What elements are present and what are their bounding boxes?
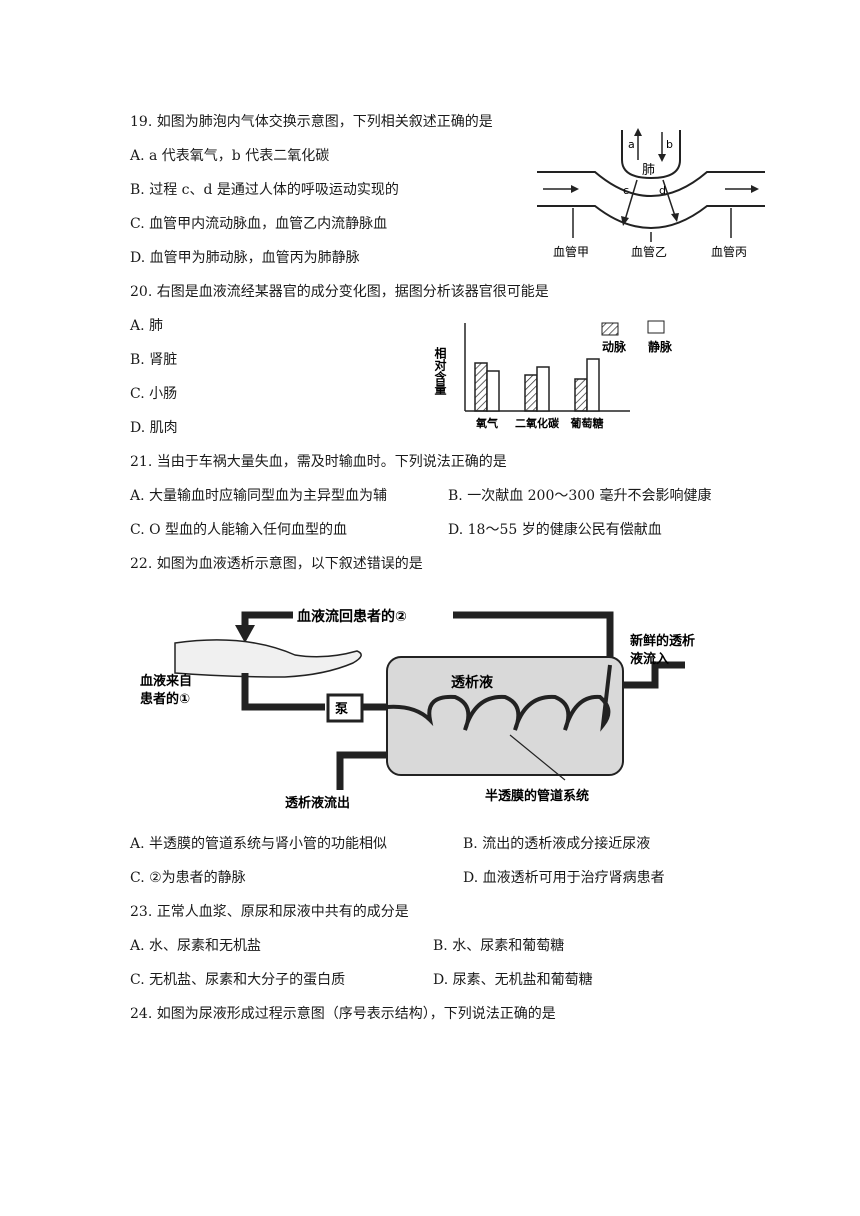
arm-illustration: [174, 639, 362, 678]
letter-b: b: [666, 138, 673, 151]
vessel-label-bing: 血管丙: [711, 244, 747, 259]
bar-artery-1: [524, 374, 538, 412]
q22-stem: 22. 如图为血液透析示意图，以下叙述错误的是: [130, 556, 423, 572]
bar-vein-0: [486, 370, 500, 412]
pump-box: [326, 693, 364, 723]
q22-option-a: A. 半透膜的管道系统与肾小管的功能相似: [130, 836, 388, 852]
legend-swatch-artery: [601, 322, 619, 336]
q19-option-c: C. 血管甲内流动脉血，血管乙内流静脉血: [130, 216, 388, 232]
vessel-label-yi: 血管乙: [631, 244, 667, 259]
q23-option-c: C. 无机盐、尿素和大分子的蛋白质: [130, 972, 346, 988]
bar-artery-2: [574, 378, 588, 412]
q21-option-b: B. 一次献血 200～300 毫升不会影响健康: [448, 488, 712, 504]
membrane-label: 半透膜的管道系统: [485, 788, 589, 804]
legend-vein: 静脉: [648, 339, 673, 354]
dialysis-tank: [386, 656, 624, 776]
q22-option-b: B. 流出的透析液成分接近尿液: [463, 836, 651, 852]
bar-artery-0: [474, 362, 488, 412]
return-label: 血液流回患者的②: [297, 608, 407, 625]
q19-option-d: D. 血管甲为肺动脉，血管丙为肺静脉: [130, 250, 360, 266]
x-tick-label-1: 二氧化碳: [515, 416, 560, 430]
q20-option-a: A. 肺: [130, 318, 164, 334]
q20-option-d: D. 肌肉: [130, 420, 178, 436]
from-label-line2: 患者的①: [140, 691, 190, 707]
from-label-line1: 血液来自: [140, 673, 192, 689]
x-tick-label-0: 氧气: [475, 416, 498, 430]
q19-stem: 19. 如图为肺泡内气体交换示意图，下列相关叙述正确的是: [130, 114, 493, 130]
outflow-label: 透析液流出: [285, 795, 350, 810]
letter-c: c: [623, 184, 629, 197]
q21-option-d: D. 18～55 岁的健康公民有偿献血: [448, 522, 662, 538]
q21-option-c: C. O 型血的人能输入任何血型的血: [130, 522, 348, 538]
q23-option-d: D. 尿素、无机盐和葡萄糖: [433, 972, 593, 988]
pump-label: 泵: [335, 702, 348, 717]
membrane-tube: [386, 664, 612, 732]
x-tick-label-2: 葡萄糖: [570, 416, 604, 430]
q20-stem: 20. 右图是血液流经某器官的成分变化图，据图分析该器官很可能是: [130, 284, 549, 300]
q22-option-d: D. 血液透析可用于治疗肾病患者: [463, 870, 665, 886]
q21-stem: 21. 当由于车祸大量失血，需及时输血时。下列说法正确的是: [130, 454, 507, 470]
vessel-label-jia: 血管甲: [553, 244, 589, 259]
q19-option-a: A. a 代表氧气，b 代表二氧化碳: [130, 148, 330, 164]
blood-composition-chart: 相对含量 氧气 二氧化碳葡萄糖 动脉 静脉: [433, 320, 673, 430]
q20-option-c: C. 小肠: [130, 386, 178, 402]
q22-option-c: C. ②为患者的静脉: [130, 870, 246, 886]
q23-option-a: A. 水、尿素和无机盐: [130, 938, 262, 954]
lung-label: 肺: [642, 163, 655, 178]
fresh-label-line1: 新鲜的透析: [630, 633, 695, 649]
q23-option-b: B. 水、尿素和葡萄糖: [433, 938, 565, 954]
q19-option-b: B. 过程 c、d 是通过人体的呼吸运动实现的: [130, 182, 399, 198]
hemodialysis-figure: 血液流回患者的② 血液来自 患者的① 泵 透析液 新鲜的透析 液流入 透析液流出…: [140, 605, 695, 810]
fresh-label-line2: 液流入: [630, 651, 669, 667]
y-axis-label: 相对含量: [433, 346, 447, 395]
letter-d: d: [659, 184, 666, 197]
bar-vein-2: [586, 358, 600, 412]
letter-a: a: [628, 138, 635, 151]
legend-artery: 动脉: [602, 339, 627, 354]
q24-stem: 24. 如图为尿液形成过程示意图（序号表示结构），下列说法正确的是: [130, 1006, 556, 1022]
q21-option-a: A. 大量输血时应输同型血为主异型血为辅: [130, 488, 388, 504]
q20-option-b: B. 肾脏: [130, 352, 178, 368]
legend-swatch-vein: [647, 320, 665, 334]
q23-stem: 23. 正常人血浆、原尿和尿液中共有的成分是: [130, 904, 409, 920]
bar-vein-1: [536, 366, 550, 412]
alveolus-gas-exchange-figure: a b 肺 c d 血管甲 血管乙 血管丙: [537, 128, 765, 259]
dialysate-label: 透析液: [451, 674, 494, 691]
